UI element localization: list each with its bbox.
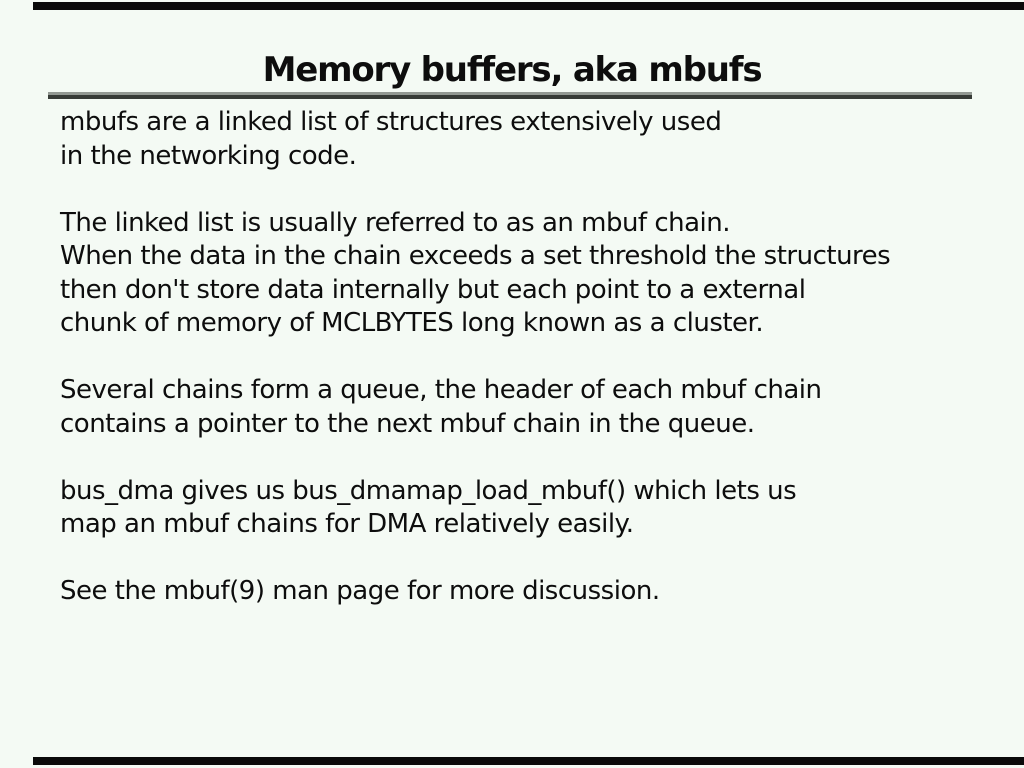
rule-bottom-line (48, 95, 972, 99)
slide-title: Memory buffers, aka mbufs (262, 50, 763, 90)
bottom-edge-bar (33, 757, 1024, 765)
body-line: contains a pointer to the next mbuf chai… (60, 408, 755, 439)
rule-top-line (48, 92, 972, 95)
body-line: mbufs are a linked list of structures ex… (60, 107, 722, 137)
body-line: When the data in the chain exceeds a set… (60, 241, 891, 271)
title-underline-rule (48, 92, 972, 99)
body-paragraph: The linked list is usually referred to a… (60, 207, 994, 341)
slide-body: mbufs are a linked list of structures ex… (60, 106, 994, 642)
body-paragraph: mbufs are a linked list of structures ex… (60, 106, 994, 173)
body-line: chunk of memory of MCLBYTES long known a… (60, 308, 764, 338)
body-paragraph: bus_dma gives us bus_dmamap_load_mbuf() … (60, 475, 994, 542)
top-edge-bar (33, 2, 1024, 10)
body-line: map an mbuf chains for DMA relatively ea… (60, 509, 634, 539)
body-line: Several chains form a queue, the header … (60, 375, 822, 405)
body-line: in the networking code. (60, 140, 357, 171)
body-line: See the mbuf(9) man page for more discus… (60, 576, 660, 606)
body-line: then don't store data internally but eac… (60, 274, 806, 305)
body-line: The linked list is usually referred to a… (60, 207, 731, 238)
body-paragraph: Several chains form a queue, the header … (60, 374, 994, 441)
body-line: bus_dma gives us bus_dmamap_load_mbuf() … (60, 475, 797, 506)
body-paragraph: See the mbuf(9) man page for more discus… (60, 575, 994, 609)
